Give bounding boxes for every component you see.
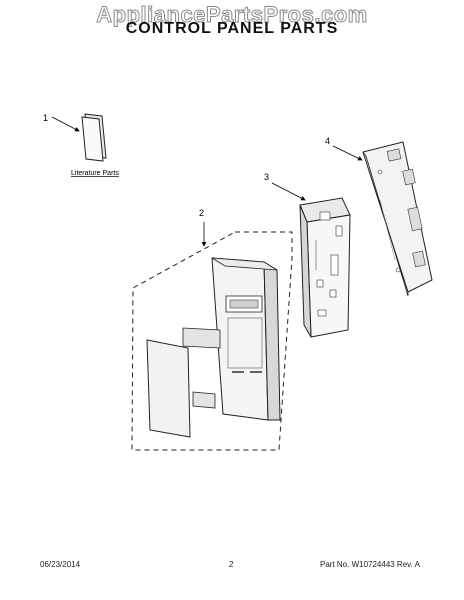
literature-booklet <box>81 113 107 162</box>
footer-page-number: 2 <box>229 560 234 569</box>
callout-3-leader <box>271 182 306 201</box>
literature-parts-label: Literature Parts <box>71 170 119 177</box>
callout-4-leader <box>332 145 363 161</box>
callout-4: 4 <box>325 136 330 146</box>
label-plate-lower <box>192 391 216 409</box>
keypad-overlay-sheet <box>146 339 191 438</box>
footer-part-number: Part No. W10724443 Rev. A <box>320 560 420 569</box>
control-panel-frame <box>211 257 281 421</box>
callout-2: 2 <box>199 208 204 218</box>
footer-date: 06/23/2014 <box>40 560 81 569</box>
callout-3: 3 <box>264 172 269 182</box>
watermark: AppliancePartsPros.com <box>96 2 368 28</box>
callout-1-leader <box>51 116 80 132</box>
page-title: CONTROL PANEL PARTS <box>125 20 339 37</box>
assembly-group-outline <box>131 231 293 451</box>
label-plate-upper <box>182 327 221 349</box>
control-panel-housing <box>299 197 351 338</box>
callout-1: 1 <box>43 113 48 123</box>
electronic-control-board <box>362 141 433 297</box>
